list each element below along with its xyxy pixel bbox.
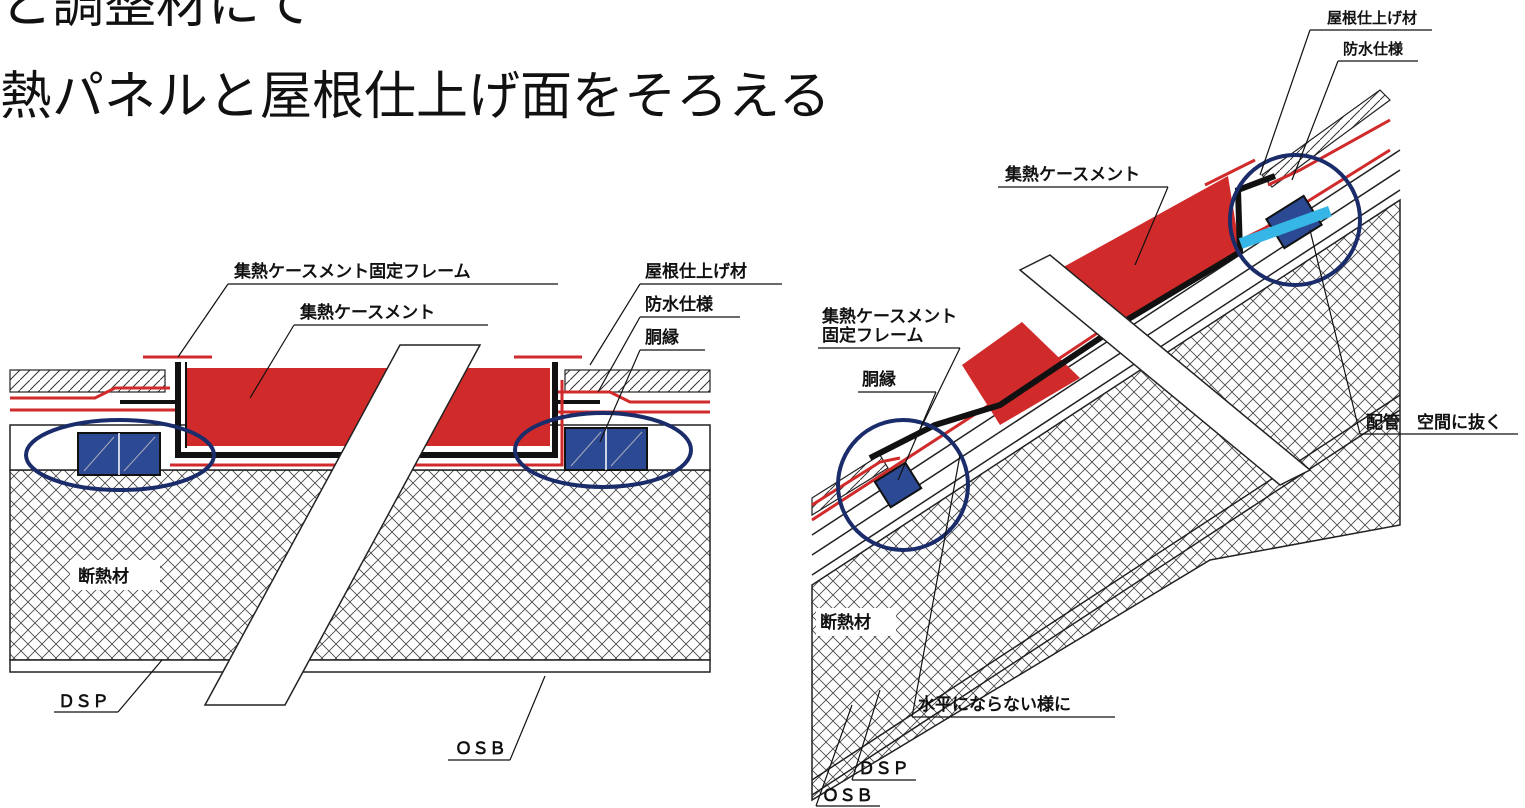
right-dsp-label: ＤＳＰ [858,759,909,779]
left-insulation-label: 断熱材 [78,566,129,587]
right-frame-label-2: 固定フレーム [822,325,924,346]
right-osb-label: ＯＳＢ [822,786,873,806]
left-osb-label: ＯＳＢ [455,739,506,759]
right-waterproof-label: 防水仕様 [1343,40,1404,58]
left-highlight-ellipse-right [513,411,693,489]
left-spacer-block-right [564,427,648,471]
left-roof-finish-label: 屋根仕上げ材 [645,261,747,282]
left-waterproof-line-left [10,386,170,400]
right-pipe-label: 配管 空間に抜く [1366,412,1502,433]
left-casement-label: 集熱ケースメント [299,302,435,323]
left-highlight-ellipse-left [24,418,216,492]
right-insulation-layer [811,198,1401,802]
right-insulation-label: 断熱材 [820,612,871,633]
left-frame-label: 集熱ケースメント固定フレーム [233,261,471,282]
right-highlight-circle-lower [836,418,970,552]
left-section-diagram: 集熱ケースメント固定フレーム 集熱ケースメント 屋根仕上げ材 防水仕様 胴縁 断… [9,261,782,761]
right-break-band [1018,254,1312,486]
right-waterproof-line-3 [1204,158,1256,187]
left-dsp-layer [9,659,711,673]
left-roof-finish-right [564,369,711,393]
right-collector-casement-lower [962,322,1080,425]
left-waterproof-label: 防水仕様 [645,294,714,315]
right-casement-label: 集熱ケースメント [1004,164,1140,185]
right-roof-finish-label: 屋根仕上げ材 [1327,9,1417,27]
right-furring-label: 胴縁 [862,369,896,390]
right-collector-casement [1058,176,1240,328]
left-dsp-label: ＤＳＰ [58,692,109,712]
right-not-horizontal-label: 水平にならない様に [918,694,1071,715]
heading-line-2: 熱パネルと屋根仕上げ面をそろえる [0,67,831,127]
right-waterproof-line-4 [1267,118,1391,187]
left-break-band [203,344,482,706]
right-spacer-block-lower [873,461,923,509]
left-spacer-block-left [77,432,161,476]
right-highlight-circle-upper [1228,153,1362,287]
right-frame-label-1: 集熱ケースメント [821,306,957,327]
left-furring-label: 胴縁 [645,327,679,348]
right-pipe [1238,205,1332,249]
right-waterproof-line-2 [811,456,901,507]
right-roof-finish-upper [1261,89,1391,188]
left-red-tray [170,380,564,467]
heading-line-1: と調整材にて [0,0,313,35]
right-section-diagram: 屋根仕上げ材 防水仕様 集熱ケースメント 集熱ケースメント 固定フレーム 胴縁 … [811,9,1518,807]
